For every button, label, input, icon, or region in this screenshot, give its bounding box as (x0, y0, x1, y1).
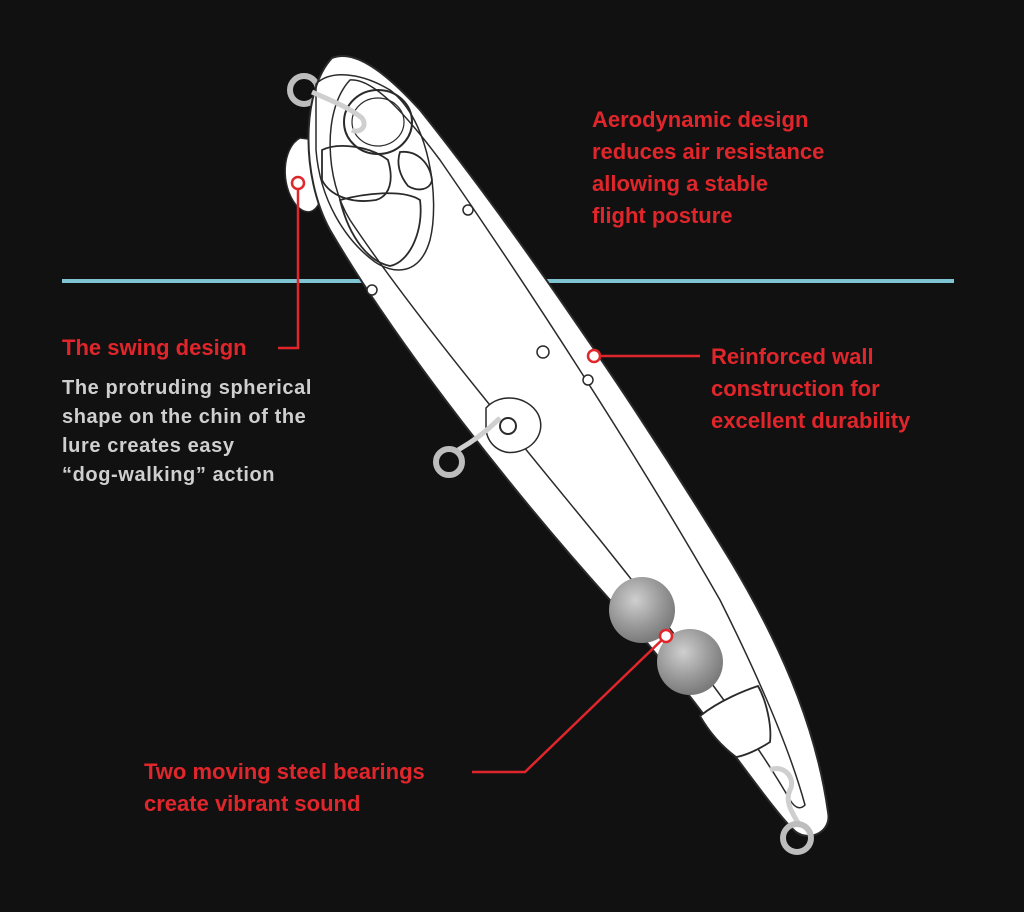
head-chamber-left (321, 145, 392, 202)
body-hole (536, 345, 550, 359)
belly-hook-ring (433, 446, 465, 478)
inner-wall (329, 79, 806, 809)
swing-design-description: The protruding spherical shape on the ch… (62, 377, 312, 486)
head-chamber-lower (338, 192, 422, 267)
steel-bearings-callout: Two moving steel bearings create vibrant… (144, 759, 425, 816)
head-chamber-right (397, 151, 433, 191)
tail-chamber (698, 684, 772, 758)
leader-swing (278, 183, 300, 350)
aerodynamic-callout: Aerodynamic design reduces air resistanc… (592, 107, 825, 228)
steel-bearing-2 (657, 629, 723, 695)
marker-bearings (658, 628, 674, 644)
reinforced-wall-callout: Reinforced wall construction for excelle… (711, 344, 911, 433)
tail-wire (769, 766, 803, 828)
marker-reinforced (586, 348, 602, 364)
wall-notch (462, 204, 474, 216)
wall-notch (366, 284, 378, 296)
swing-design-title: The swing design (62, 335, 247, 360)
tail-hook-ring (780, 821, 814, 855)
leader-bearings (472, 635, 667, 774)
head-chamber-shell (315, 74, 435, 271)
wall-notch (582, 374, 594, 386)
head-chamber-inner (351, 97, 405, 147)
belly-hanger-hole (499, 417, 517, 435)
steel-bearing-1 (609, 577, 675, 643)
nose-wire (310, 89, 367, 134)
marker-swing (290, 175, 306, 191)
belly-wire (456, 416, 502, 453)
